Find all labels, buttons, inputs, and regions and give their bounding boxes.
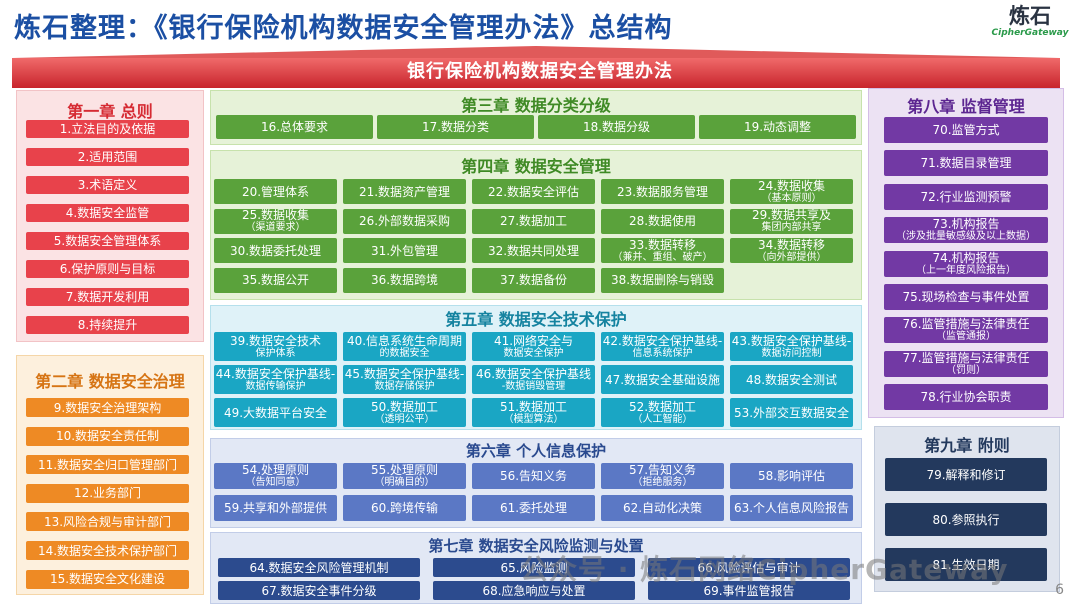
ch8-item: 78.行业协会职责 [884,384,1048,411]
ch6-item: 60.跨境传输 [343,495,466,521]
ch7-item: 65.风险监测 [433,558,635,577]
ch6-item: 54.处理原则（告知同意） [214,463,337,489]
ch6-item: 55.处理原则（明确目的） [343,463,466,489]
ch5-item: 40.信息系统生命周期的数据安全 [343,332,466,361]
ch1-item: 2.适用范围 [26,148,189,166]
ch7-item: 64.数据安全风险管理机制 [218,558,420,577]
ch1-item: 1.立法目的及依据 [26,120,189,138]
ch8-item: 71.数据目录管理 [884,150,1048,177]
chapter-6-title: 第六章 个人信息保护 [465,442,607,460]
ch4-item: 31.外包管理 [343,238,466,263]
ch7-item: 67.数据安全事件分级 [218,581,420,600]
chapter-1-title: 第一章 总则 [67,102,153,121]
ch5-item: 45.数据安全保护基线-数据存储保护 [343,365,466,394]
ch4-item: 33.数据转移（兼并、重组、破产） [601,238,724,263]
ch3-item: 19.动态调整 [699,115,856,139]
ch5-item: 52.数据加工（人工智能） [601,398,724,427]
ch9-item: 79.解释和修订 [885,458,1047,491]
ch2-item: 14.数据安全技术保护部门 [26,541,189,560]
ch4-item: 23.数据服务管理 [601,179,724,204]
ch6-item: 63.个人信息风险报告 [730,495,853,521]
ch2-item: 15.数据安全文化建设 [26,569,189,589]
ch1-item: 4.数据安全监管 [26,204,189,222]
chapter-8-title: 第八章 监督管理 [907,97,1025,116]
chapter-9-title: 第九章 附则 [924,436,1010,455]
ch5-item: 53.外部交互数据安全 [730,398,853,427]
page-number: 6 [1055,582,1064,598]
ch1-item: 8.持续提升 [26,316,189,334]
ch5-item: 43.数据安全保护基线-数据访问控制 [730,332,853,361]
ch4-item: 35.数据公开 [214,267,337,293]
chapter-7-title: 第七章 数据安全风险监测与处置 [428,537,644,555]
ch4-item: 32.数据共同处理 [472,238,595,263]
ch9-item: 80.参照执行 [885,503,1047,536]
ch4-item: 27.数据加工 [472,208,595,234]
ch2-item: 9.数据安全治理架构 [26,398,189,417]
ch4-item: 30.数据委托处理 [214,238,337,263]
chapter-3-title: 第三章 数据分类分级 [461,96,611,115]
ch5-item: 49.大数据平台安全 [214,398,337,427]
ch4-item: 28.数据使用 [601,208,724,234]
ch4-item: 37.数据备份 [472,267,595,293]
ch8-item: 75.现场检查与事件处置 [884,284,1048,310]
ch8-item: 72.行业监测预警 [884,183,1048,210]
ch3-item: 17.数据分类 [377,115,534,139]
ch5-item: 46.数据安全保护基线-数据销毁管理 [472,365,595,394]
chapter-2-title: 第二章 数据安全治理 [35,372,185,391]
ch7-item: 68.应急响应与处置 [433,581,635,600]
ch6-item: 58.影响评估 [730,463,853,489]
ch4-item: 20.管理体系 [214,179,337,204]
ch1-item: 5.数据安全管理体系 [26,232,189,250]
ch1-item: 3.术语定义 [26,176,189,194]
ch4-item: 25.数据收集（渠道要求） [214,208,337,234]
ch4-item: 34.数据转移（向外部提供） [730,238,853,263]
chapter-4-title: 第四章 数据安全管理 [461,157,611,176]
ch5-item: 44.数据安全保护基线-数据传输保护 [214,365,337,394]
ch4-item: 24.数据收集（基本原则） [730,179,853,204]
banner-title: 银行保险机构数据安全管理办法 [407,61,673,82]
ch7-item: 66.风险评估与审计 [648,558,850,577]
ch5-item: 50.数据加工（透明公平） [343,398,466,427]
ch3-item: 18.数据分级 [538,115,695,139]
ch4-item: 38.数据删除与销毁 [601,267,724,293]
ch4-item: 26.外部数据采购 [343,208,466,234]
ch3-item: 16.总体要求 [216,115,373,139]
ch2-item: 13.风险合规与审计部门 [26,512,189,532]
ch4-item: 22.数据安全评估 [472,179,595,204]
ch6-item: 56.告知义务 [472,463,595,489]
ch7-item: 69.事件监管报告 [648,581,850,600]
ch2-item: 10.数据安全责任制 [26,426,189,446]
ch9-item: 81.生效日期 [885,548,1047,581]
brand-logo: 炼石 CipherGateway [990,4,1070,38]
ch5-item: 42.数据安全保护基线-信息系统保护 [601,332,724,361]
ch2-item: 12.业务部门 [26,483,189,503]
ch8-item: 76.监管措施与法律责任（监管通报） [884,317,1048,344]
ch2-item: 11.数据安全归口管理部门 [26,455,189,475]
ch5-item: 51.数据加工（模型算法） [472,398,595,427]
ch8-item: 74.机构报告（上一年度风险报告） [884,250,1048,277]
ch5-item: 39.数据安全技术保护体系 [214,332,337,361]
watermark: 公众号 · 炼石网络CipherGateway [520,553,1009,586]
ch6-item: 57.告知义务（拒绝服务） [601,463,724,489]
ch1-item: 6.保护原则与目标 [26,260,189,278]
ch4-item: 36.数据跨境 [343,267,466,293]
ch5-item: 41.网络安全与数据安全保护 [472,332,595,361]
ch1-item: 7.数据开发利用 [26,288,189,306]
ch5-item: 47.数据安全基础设施 [601,365,724,394]
ch6-item: 62.自动化决策 [601,495,724,521]
ch6-item: 59.共享和外部提供 [214,495,337,521]
page-title: 炼石整理：《银行保险机构数据安全管理办法》总结构 [14,13,673,44]
ch6-item: 61.委托处理 [472,495,595,521]
ch4-item: 21.数据资产管理 [343,179,466,204]
logo-en: CipherGateway [991,28,1069,38]
ch8-item: 73.机构报告（涉及批量敏感级及以上数据） [884,217,1048,244]
chapter-5-title: 第五章 数据安全技术保护 [445,310,627,329]
ch8-item: 70.监管方式 [884,117,1048,143]
ch4-item: 29.数据共享及集团内部共享 [730,208,853,234]
roof-banner [12,46,1060,88]
ch8-item: 77.监管措施与法律责任（罚则） [884,350,1048,377]
logo-cn: 炼石 [1009,4,1051,28]
ch5-item: 48.数据安全测试 [730,365,853,394]
